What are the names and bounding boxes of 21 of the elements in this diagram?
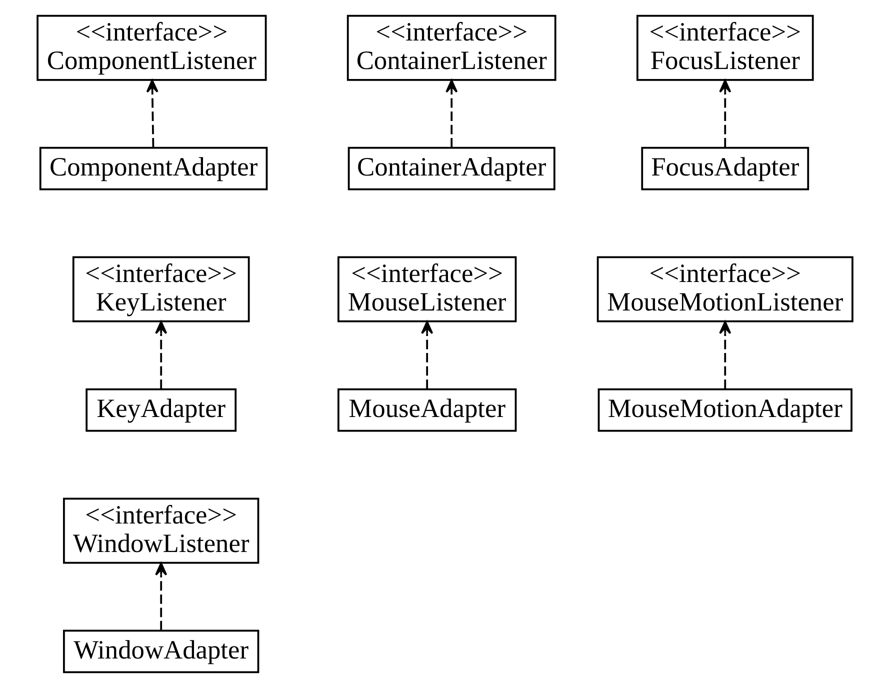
node-box: KeyAdapter (86, 388, 237, 432)
arrow (155, 321, 168, 389)
node-box: MouseMotionAdapter (598, 388, 852, 432)
node-box: <<interface>> WindowListener (63, 498, 260, 564)
node-box: ContainerAdapter (348, 146, 556, 190)
node-box: <<interface>> FocusListener (636, 14, 814, 81)
arrow (155, 562, 168, 630)
arrow (719, 321, 732, 389)
node-box: MouseAdapter (337, 388, 517, 432)
arrow (719, 80, 732, 148)
node-box: ComponentAdapter (39, 146, 268, 190)
arrow (421, 321, 434, 389)
node-box: WindowAdapter (63, 630, 260, 674)
node-box: <<interface>> KeyListener (72, 256, 250, 322)
node-box: <<interface>> MouseMotionListener (596, 256, 854, 322)
node-box: <<interface>> ContainerListener (346, 14, 556, 81)
node-box: <<interface>> MouseListener (337, 256, 517, 322)
node-box: <<interface>> ComponentListener (36, 14, 267, 81)
node-box: FocusAdapter (641, 146, 810, 190)
arrow (146, 80, 158, 148)
arrow (446, 80, 458, 148)
